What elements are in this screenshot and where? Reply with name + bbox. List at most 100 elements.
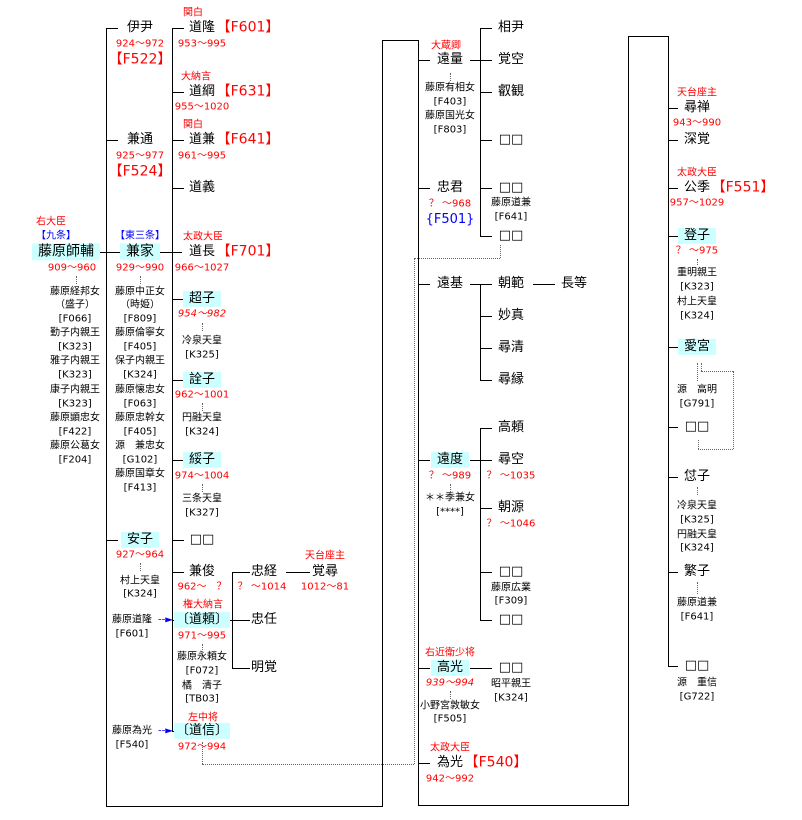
- person-name-unknown[interactable]: □□: [498, 131, 524, 147]
- person-name[interactable]: 道長: [188, 243, 216, 259]
- spouse-dotted-line: [697, 259, 698, 265]
- branch-tick: [480, 140, 492, 141]
- person-name[interactable]: 怤子: [683, 468, 711, 484]
- spouse-entry: 村上天皇: [120, 575, 160, 587]
- spouse-code: [K324]: [680, 310, 714, 322]
- person-name[interactable]: 綏子: [182, 451, 222, 469]
- person-name[interactable]: 〔道頼〕: [173, 611, 231, 629]
- person-name[interactable]: 尋禅: [683, 99, 711, 115]
- family-code-link[interactable]: 【F522】: [108, 51, 172, 68]
- branch-tick: [418, 763, 430, 764]
- person-name[interactable]: 尋縁: [497, 371, 525, 387]
- family-code-link[interactable]: 【F540】: [464, 754, 528, 771]
- person-name-unknown[interactable]: □□: [498, 227, 524, 243]
- spouse-dotted-line: [697, 487, 698, 495]
- person-name-unknown[interactable]: □□: [189, 531, 215, 547]
- person-name[interactable]: 藤原師輔: [32, 243, 100, 261]
- person-name[interactable]: 長等: [560, 275, 588, 291]
- person-name[interactable]: 明覚: [250, 659, 278, 675]
- spouse-code: [F405]: [123, 341, 157, 353]
- spouse-code: [F803]: [433, 124, 467, 136]
- house-name: 【九条】: [36, 230, 76, 242]
- person-name[interactable]: 愛宮: [677, 338, 717, 356]
- branch-tick: [668, 477, 678, 478]
- person-name[interactable]: 〔道信〕: [173, 722, 231, 740]
- person-name[interactable]: 繁子: [683, 563, 711, 579]
- person-name[interactable]: 登子: [677, 227, 717, 245]
- person-name[interactable]: 高光: [430, 659, 470, 677]
- person-name[interactable]: 伊尹: [126, 19, 154, 35]
- branch-tick: [418, 460, 430, 461]
- family-code-link[interactable]: 【F524】: [108, 163, 172, 180]
- sibling-bracket-line: [106, 28, 107, 807]
- branch-tick: [480, 284, 492, 285]
- spouse-code: [F403]: [433, 96, 467, 108]
- branch-tick: [480, 428, 492, 429]
- office-title: 大蔵卿: [431, 40, 461, 52]
- person-name-unknown[interactable]: □□: [684, 657, 710, 673]
- person-name[interactable]: 道綱: [188, 83, 216, 99]
- spouse-code: [K325]: [680, 514, 714, 526]
- continuation-line: [628, 36, 629, 806]
- spouse-dotted-line: [140, 276, 141, 284]
- continuation-line: [382, 40, 383, 807]
- branch-tick: [418, 60, 430, 61]
- person-name[interactable]: 深覚: [683, 131, 711, 147]
- person-name[interactable]: 覚尋: [311, 563, 339, 579]
- person-name[interactable]: 高頼: [497, 419, 525, 435]
- person-name[interactable]: 為光: [436, 754, 464, 770]
- person-name-unknown[interactable]: □□: [498, 611, 524, 627]
- lifespan: 955〜1020: [174, 101, 230, 113]
- person-name[interactable]: 安子: [120, 531, 160, 549]
- branch-tick: [172, 299, 184, 300]
- person-name[interactable]: 遠量: [436, 51, 464, 67]
- family-code-link[interactable]: 【F551】: [711, 179, 775, 196]
- family-code-link[interactable]: 【F631】: [216, 83, 280, 100]
- spouse-entry: 源 高明: [677, 384, 717, 396]
- person-name[interactable]: 道義: [188, 179, 216, 195]
- person-name[interactable]: 覚空: [497, 51, 525, 67]
- person-name[interactable]: 忠君: [436, 179, 464, 195]
- person-name[interactable]: 兼家: [120, 243, 160, 261]
- spouse-dotted-line: [76, 276, 77, 284]
- person-name-unknown[interactable]: □□: [684, 418, 710, 434]
- family-code-link[interactable]: 【F701】: [216, 243, 280, 260]
- branch-tick: [668, 427, 678, 428]
- person-name[interactable]: 道兼: [188, 131, 216, 147]
- person-name[interactable]: 忠経: [250, 563, 278, 579]
- person-name[interactable]: 兼通: [126, 131, 154, 147]
- spouse-entry: 藤原中正女: [115, 286, 165, 298]
- spouse-dotted-line: [697, 363, 698, 381]
- person-name[interactable]: 超子: [182, 290, 222, 308]
- branch-tick: [480, 316, 492, 317]
- family-code-link[interactable]: {F501}: [425, 211, 475, 227]
- person-name[interactable]: 遠度: [430, 451, 470, 469]
- person-name[interactable]: 道隆: [188, 19, 216, 35]
- family-code-link[interactable]: 【F601】: [216, 19, 280, 36]
- branch-tick: [232, 572, 250, 573]
- continuation-line: [382, 40, 418, 41]
- person-name-unknown[interactable]: □□: [498, 659, 524, 675]
- branch-tick: [480, 380, 492, 381]
- person-name[interactable]: 詮子: [182, 371, 222, 389]
- person-name[interactable]: 妙真: [497, 307, 525, 323]
- lifespan: 929〜990: [115, 262, 165, 274]
- person-name-unknown[interactable]: □□: [498, 563, 524, 579]
- person-name[interactable]: 相尹: [497, 19, 525, 35]
- branch-tick: [480, 508, 492, 509]
- person-name[interactable]: 尋清: [497, 339, 525, 355]
- person-name-unknown[interactable]: □□: [498, 179, 524, 195]
- family-code-link[interactable]: 【F641】: [216, 131, 280, 148]
- person-name[interactable]: 叡観: [497, 83, 525, 99]
- spouse-entry: 保子内親王: [115, 355, 165, 367]
- person-name[interactable]: 兼俊: [188, 563, 216, 579]
- person-name[interactable]: 忠任: [250, 611, 278, 627]
- person-name[interactable]: 遠基: [436, 275, 464, 291]
- person-name[interactable]: 公季: [683, 179, 711, 195]
- person-name[interactable]: 朝源: [497, 499, 525, 515]
- spouse-entry: 藤原道兼: [491, 197, 531, 209]
- person-name[interactable]: 朝範: [497, 275, 525, 291]
- person-name[interactable]: 尋空: [497, 451, 525, 467]
- lifespan: ？ 〜968: [428, 198, 472, 210]
- spouse-code: [K323]: [680, 281, 714, 293]
